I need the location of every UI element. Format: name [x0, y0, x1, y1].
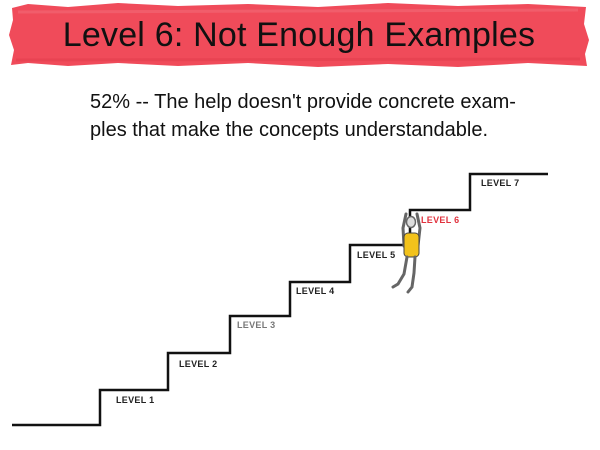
step-label-level-5: LEVEL 5	[357, 250, 395, 260]
page-title: Level 6: Not Enough Examples	[62, 15, 536, 54]
step-label-level-6: LEVEL 6	[421, 215, 459, 225]
figure-shirt	[403, 232, 420, 258]
climbing-figure	[391, 212, 422, 294]
description-line-1: 52% -- The help doesn't provide concrete…	[90, 91, 516, 113]
description-line-2: ples that make the concepts understandab…	[90, 119, 489, 141]
figure-head	[405, 215, 417, 229]
step-label-level-4: LEVEL 4	[296, 286, 334, 296]
banner-background	[9, 3, 589, 67]
staircase-line	[12, 172, 548, 427]
step-label-level-2: LEVEL 2	[179, 359, 217, 369]
step-label-level-7: LEVEL 7	[481, 178, 519, 188]
title-banner: Level 6: Not Enough Examples	[8, 2, 590, 68]
step-label-level-1: LEVEL 1	[116, 395, 154, 405]
step-label-level-3: LEVEL 3	[237, 320, 275, 330]
description-text: 52% -- The help doesn't provide concrete…	[90, 88, 560, 144]
